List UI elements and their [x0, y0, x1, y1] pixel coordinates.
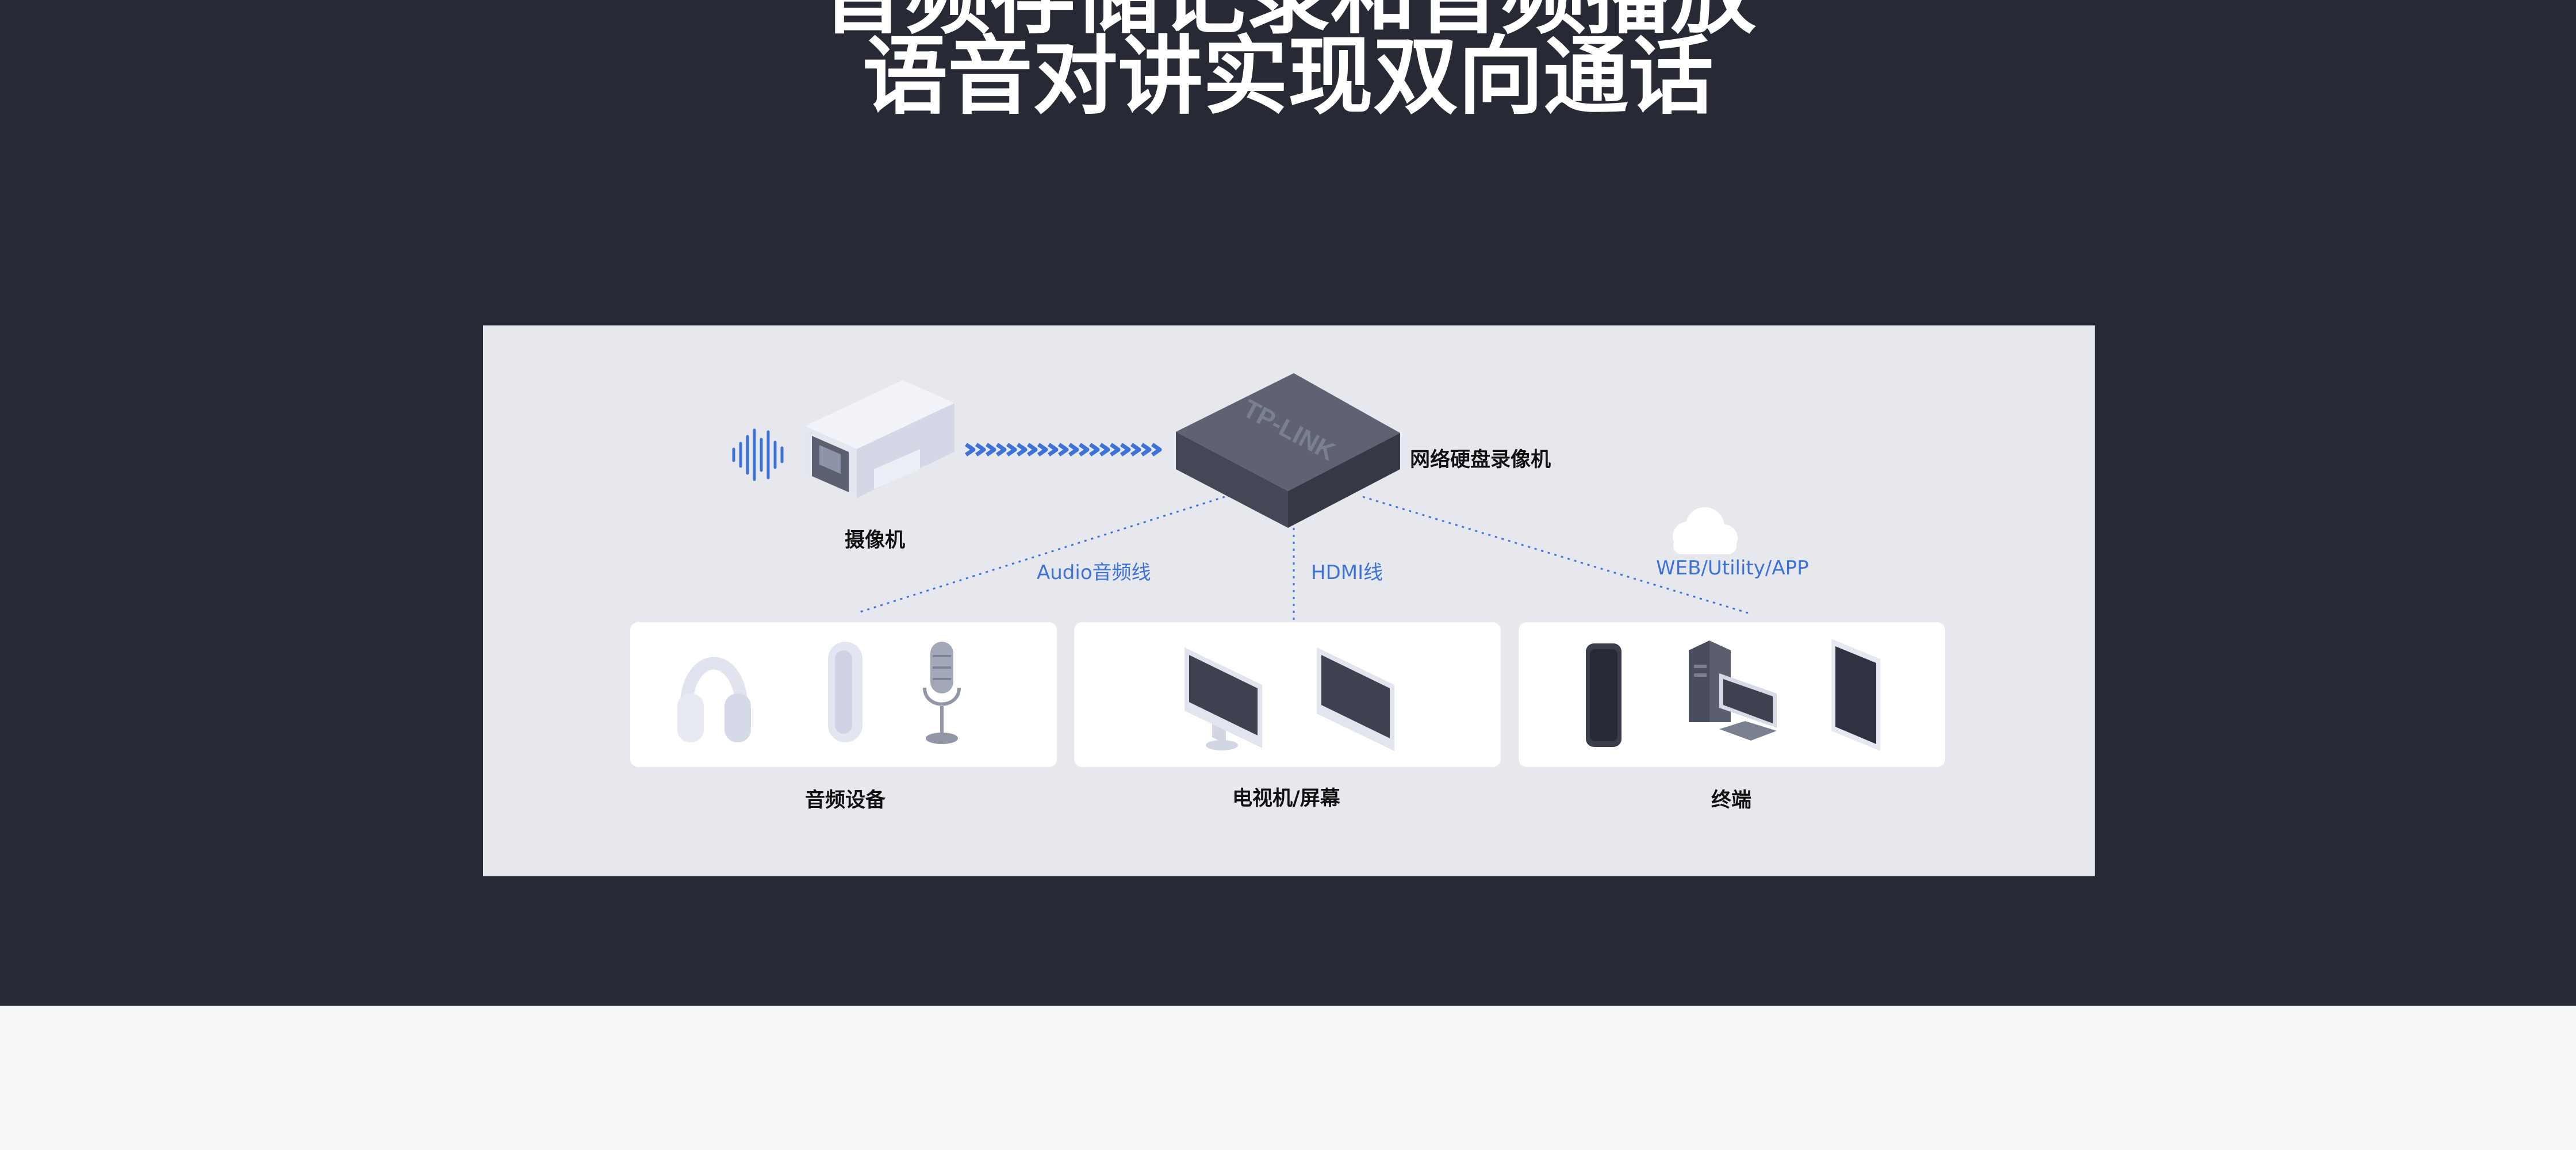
hdmi-link-label: HDMI线	[1311, 561, 1383, 584]
headline-line-1: 音频存储记录和音频播放	[0, 0, 2576, 45]
topology-diagram: TP-LINK	[483, 325, 2095, 876]
headline-line-2: 语音对讲实现双向通话	[862, 27, 1713, 126]
audio-link-line	[856, 496, 1225, 614]
speaker-icon	[828, 642, 862, 742]
audio-devices-label: 音频设备	[805, 789, 886, 812]
diagram-graphics: TP-LINK	[677, 373, 1880, 751]
nvr-icon: TP-LINK	[1176, 373, 1400, 528]
nvr-label: 网络硬盘录像机	[1410, 448, 1551, 471]
microphone-icon	[923, 642, 961, 744]
light-background	[0, 1006, 2576, 1150]
tv-screens-label: 电视机/屏幕	[1232, 787, 1340, 810]
monitor-icon	[1184, 647, 1262, 750]
connection-lines	[856, 496, 1749, 620]
web-link-label: WEB/Utility/APP	[1656, 557, 1809, 580]
sound-wave-icon	[732, 428, 784, 481]
phone-icon	[1586, 643, 1621, 747]
web-link-line	[1362, 496, 1749, 614]
camera-label: 摄像机	[845, 529, 906, 552]
cloud-icon	[1673, 507, 1738, 554]
desktop-pc-icon	[1689, 641, 1777, 741]
arrow-chain-icon	[965, 443, 1162, 457]
tablet-icon	[1831, 639, 1880, 751]
tv-screens-card	[1074, 622, 1501, 767]
terminals-label: 终端	[1711, 789, 1752, 812]
camera-icon	[805, 380, 954, 498]
audio-link-label: Audio音频线	[1037, 561, 1151, 584]
monitor-icon	[1317, 647, 1394, 751]
headphones-icon	[677, 657, 751, 742]
